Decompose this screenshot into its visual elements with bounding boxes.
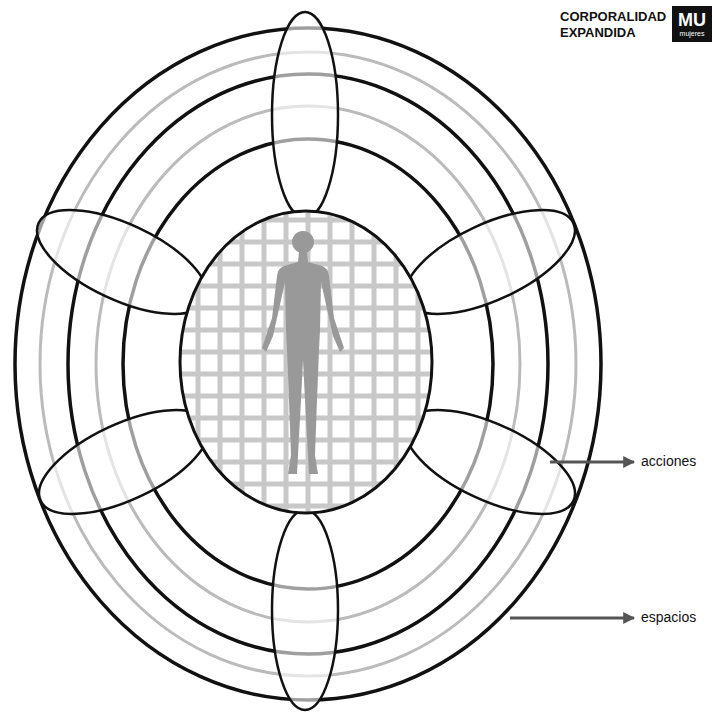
logo-box: MUmujeres [672,6,712,42]
human-head [292,231,314,253]
human-silhouette [262,252,344,474]
leader-line [510,617,634,620]
callout-label: acciones [640,454,697,469]
center-circle [180,211,432,513]
callout-label: espacios [640,610,697,625]
leader-line [550,461,634,464]
petal [272,510,338,710]
logo-mark: MU [678,11,706,29]
logo-subtext: mujeres [680,30,705,37]
grid-field [180,211,432,513]
petal [272,12,338,218]
logo-title: CORPORALIDAD EXPANDIDA [560,9,668,40]
